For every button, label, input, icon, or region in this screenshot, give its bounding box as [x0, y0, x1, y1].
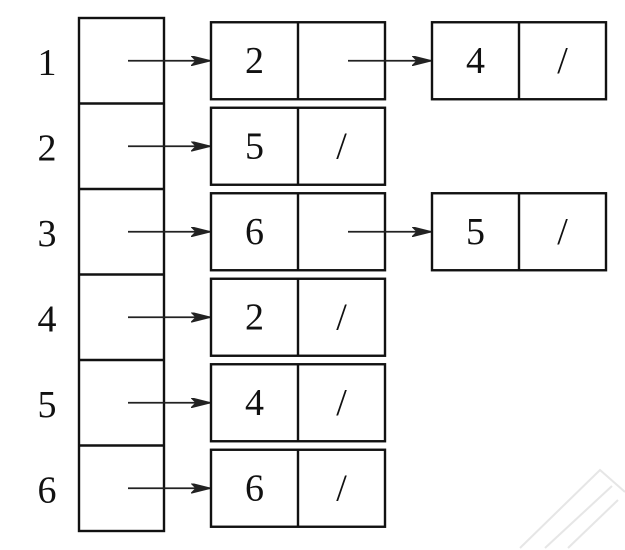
node-value: 4: [466, 40, 485, 82]
null-pointer: /: [336, 125, 347, 167]
node-value: 5: [245, 125, 264, 167]
null-pointer: /: [336, 382, 347, 424]
diagram-root: 1 2 4 / 2 5 / 3 6 5 / 4 2 / 5 4 / 6 6 /: [38, 16, 608, 533]
node-value: 2: [245, 296, 264, 338]
node-value: 6: [245, 467, 264, 509]
vertex-label: 5: [38, 384, 57, 426]
node-value: 2: [245, 40, 264, 82]
node-value: 6: [245, 211, 264, 253]
null-pointer: /: [557, 211, 568, 253]
vertex-label: 6: [38, 469, 57, 511]
vertex-label: 1: [38, 42, 57, 84]
vertex-label: 2: [38, 127, 57, 169]
null-pointer: /: [557, 40, 568, 82]
watermark-logo: [519, 468, 625, 549]
node-value: 5: [466, 211, 485, 253]
vertex-label: 4: [38, 298, 57, 340]
vertex-label: 3: [38, 213, 57, 255]
null-pointer: /: [336, 296, 347, 338]
node-value: 4: [245, 382, 264, 424]
null-pointer: /: [336, 467, 347, 509]
